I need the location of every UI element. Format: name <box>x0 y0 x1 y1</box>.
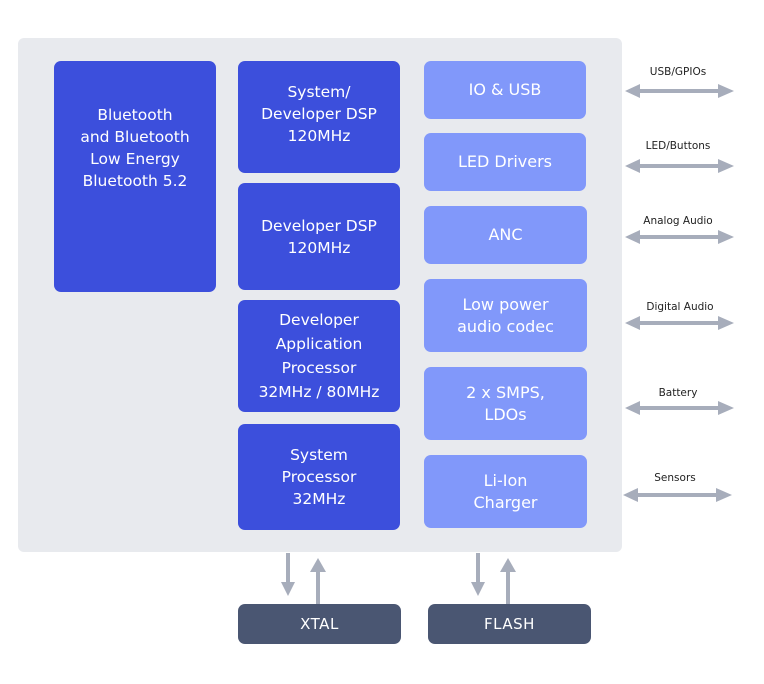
system-developer-dsp-block: System/ Developer DSP 120MHz <box>238 61 400 173</box>
double-arrow-analog-audio <box>625 230 734 244</box>
flash-block: FLASH <box>428 604 591 644</box>
interface-label-battery: Battery <box>658 387 698 399</box>
interface-label-analog-audio: Analog Audio <box>643 215 713 227</box>
interface-label-digital-audio: Digital Audio <box>646 301 714 313</box>
double-arrow-sensors <box>623 488 732 502</box>
system-processor-block: System Processor 32MHz <box>238 424 400 530</box>
li-ion-charger-block: Li-Ion Charger <box>424 455 587 528</box>
audio-codec-block: Low power audio codec <box>424 279 587 352</box>
double-arrow-battery <box>625 401 734 415</box>
io-usb-block: IO & USB <box>424 61 586 119</box>
interface-label-usb-gpios: USB/GPIOs <box>649 66 707 78</box>
xtal-block: XTAL <box>238 604 401 644</box>
xtal-up-arrow <box>310 558 326 604</box>
interface-label-led-buttons: LED/Buttons <box>645 140 711 152</box>
double-arrow-usb-gpios <box>625 84 734 98</box>
anc-block: ANC <box>424 206 587 264</box>
developer-dsp-block: Developer DSP 120MHz <box>238 183 400 290</box>
developer-application-processor-block: Developer Application Processor 32MHz / … <box>238 300 400 412</box>
flash-down-arrow <box>471 553 485 596</box>
smps-ldo-block: 2 x SMPS, LDOs <box>424 367 587 440</box>
bluetooth-block: Bluetooth and Bluetooth Low Energy Bluet… <box>54 61 216 292</box>
double-arrow-digital-audio <box>625 316 734 330</box>
double-arrow-led-buttons <box>625 159 734 173</box>
flash-up-arrow <box>500 558 516 604</box>
xtal-down-arrow <box>281 553 295 596</box>
interface-label-sensors: Sensors <box>654 472 696 484</box>
led-drivers-block: LED Drivers <box>424 133 586 191</box>
